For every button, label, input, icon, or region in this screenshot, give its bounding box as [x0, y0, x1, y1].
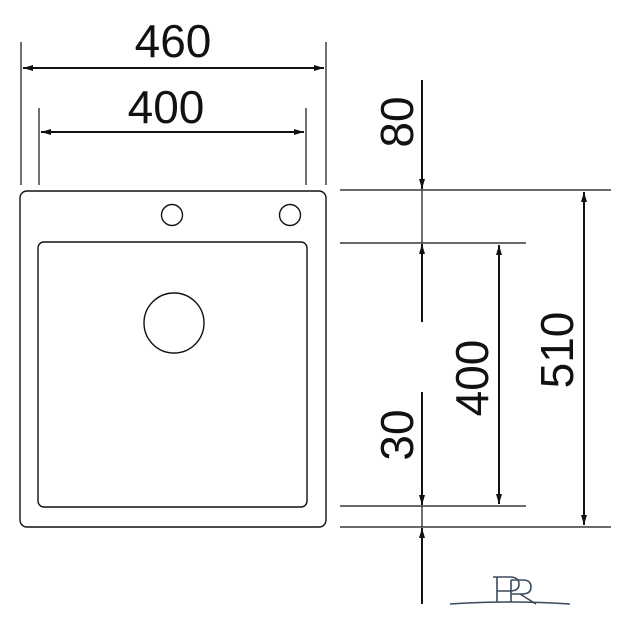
outer-width-dimension — [20, 42, 327, 185]
right-extension-lines — [340, 189, 611, 528]
tap-hole — [160, 203, 184, 227]
inner-depth-label: 400 — [446, 340, 498, 417]
sink-basin — [37, 241, 308, 508]
top-offset-label: 80 — [371, 96, 423, 147]
inner-width-dimension — [38, 108, 307, 185]
sink-outer-rim — [19, 190, 327, 528]
sink-plan — [19, 190, 327, 528]
outer-depth-label: 510 — [531, 312, 583, 389]
pr-logo — [449, 576, 571, 605]
inner-width-label: 400 — [128, 81, 205, 133]
logo-swoosh — [449, 601, 571, 605]
overflow-hole — [278, 203, 302, 227]
logo-letter-p — [493, 576, 520, 602]
drain-hole — [143, 292, 205, 354]
bottom-offset-label: 30 — [371, 409, 423, 460]
outer-width-label: 460 — [135, 15, 212, 67]
logo-letter-r — [510, 579, 537, 605]
